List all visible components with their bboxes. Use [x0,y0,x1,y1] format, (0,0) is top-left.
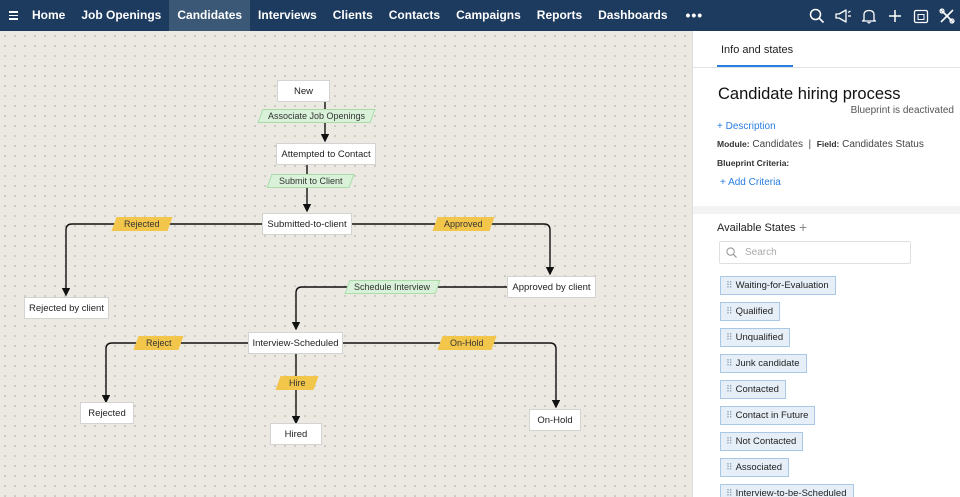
add-description-link[interactable]: + Description [717,121,776,132]
state-chip[interactable]: ⠿Contacted [720,380,786,399]
available-states-heading: Available States [717,222,796,234]
drag-handle-icon[interactable]: ⠿ [726,462,733,472]
drag-handle-icon[interactable]: ⠿ [726,436,733,446]
connector-lines [61,101,561,425]
module-field-info: Module: Candidates | Field: Candidates S… [717,139,924,150]
search-icon [726,247,737,258]
active-tab-indicator [717,65,793,67]
transition-submit-to-client[interactable]: Submit to Client [266,174,355,188]
drag-handle-icon[interactable]: ⠿ [726,384,733,394]
transition-approved[interactable]: Approved [432,217,495,231]
top-nav: Home Job Openings Candidates Interviews … [0,0,960,31]
plus-icon[interactable] [882,0,908,31]
nav-contacts[interactable]: Contacts [388,8,441,22]
nav-home[interactable]: Home [32,8,66,22]
transition-associate-job-openings[interactable]: Associate Job Openings [257,109,376,123]
search-icon[interactable] [804,0,830,31]
more-menu-button[interactable]: ••• [685,7,704,23]
nav-campaigns[interactable]: Campaigns [456,8,521,22]
state-chip[interactable]: ⠿Unqualified [720,328,791,347]
state-on-hold[interactable]: On-Hold [529,409,581,431]
menu-icon[interactable] [2,0,24,31]
state-approved-by-client[interactable]: Approved by client [507,276,596,298]
drag-handle-icon[interactable]: ⠿ [726,280,733,290]
transition-reject[interactable]: Reject [133,336,184,350]
blueprint-canvas[interactable]: New Attempted to Contact Submitted-to-cl… [0,31,692,497]
tab-divider [693,67,960,68]
transition-on-hold[interactable]: On-Hold [437,336,497,350]
section-divider [693,206,960,214]
state-chip[interactable]: ⠿Interview-to-be-Scheduled [720,484,854,497]
state-rejected-by-client[interactable]: Rejected by client [24,297,109,319]
state-search-box[interactable] [719,241,911,264]
bell-icon[interactable] [856,0,882,31]
nav-icon-group [804,0,960,31]
module-value: Candidates [752,139,803,150]
tab-info-and-states[interactable]: Info and states [721,44,794,56]
megaphone-icon[interactable] [830,0,856,31]
state-chip[interactable]: ⠿Qualified [720,302,781,321]
blueprint-title: Candidate hiring process [718,85,901,103]
info-separator: | [808,139,812,150]
drag-handle-icon[interactable]: ⠿ [726,410,733,420]
state-submitted-to-client[interactable]: Submitted-to-client [262,213,352,235]
drag-handle-icon[interactable]: ⠿ [726,488,733,497]
state-hired[interactable]: Hired [270,423,322,445]
add-criteria-link[interactable]: + Add Criteria [720,177,781,188]
field-label: Field: [816,139,840,149]
add-state-button[interactable]: + [799,219,808,235]
drag-handle-icon[interactable]: ⠿ [726,358,733,368]
nav-interviews[interactable]: Interviews [258,8,317,22]
nav-dashboards[interactable]: Dashboards [598,8,668,22]
tools-icon[interactable] [934,0,960,31]
state-chip[interactable]: ⠿Waiting-for-Evaluation [720,276,836,295]
blueprint-criteria-label: Blueprint Criteria: [717,158,790,168]
info-panel: Info and states Candidate hiring process… [692,31,960,497]
state-new[interactable]: New [277,80,330,102]
nav-job-openings[interactable]: Job Openings [81,8,162,22]
state-chip[interactable]: ⠿Contact in Future [720,406,816,425]
nav-clients[interactable]: Clients [332,8,373,22]
state-rejected[interactable]: Rejected [80,402,134,424]
blueprint-status: Blueprint is deactivated [850,105,954,116]
drag-handle-icon[interactable]: ⠿ [726,306,733,316]
nav-candidates[interactable]: Candidates [169,0,251,31]
transition-rejected[interactable]: Rejected [111,217,173,231]
drag-handle-icon[interactable]: ⠿ [726,332,733,342]
nav-reports[interactable]: Reports [536,8,583,22]
state-chip[interactable]: ⠿Junk candidate [720,354,807,373]
state-chip[interactable]: ⠿Associated [720,458,790,477]
state-chip[interactable]: ⠿Not Contacted [720,432,804,451]
calendar-icon[interactable] [908,0,934,31]
state-search-input[interactable] [745,247,895,258]
module-label: Module: [717,139,750,149]
transition-hire[interactable]: Hire [275,376,319,390]
state-attempted-to-contact[interactable]: Attempted to Contact [276,143,376,165]
transition-schedule-interview[interactable]: Schedule Interview [344,280,441,294]
field-value: Candidates Status [842,139,924,150]
state-interview-scheduled[interactable]: Interview-Scheduled [248,332,343,354]
